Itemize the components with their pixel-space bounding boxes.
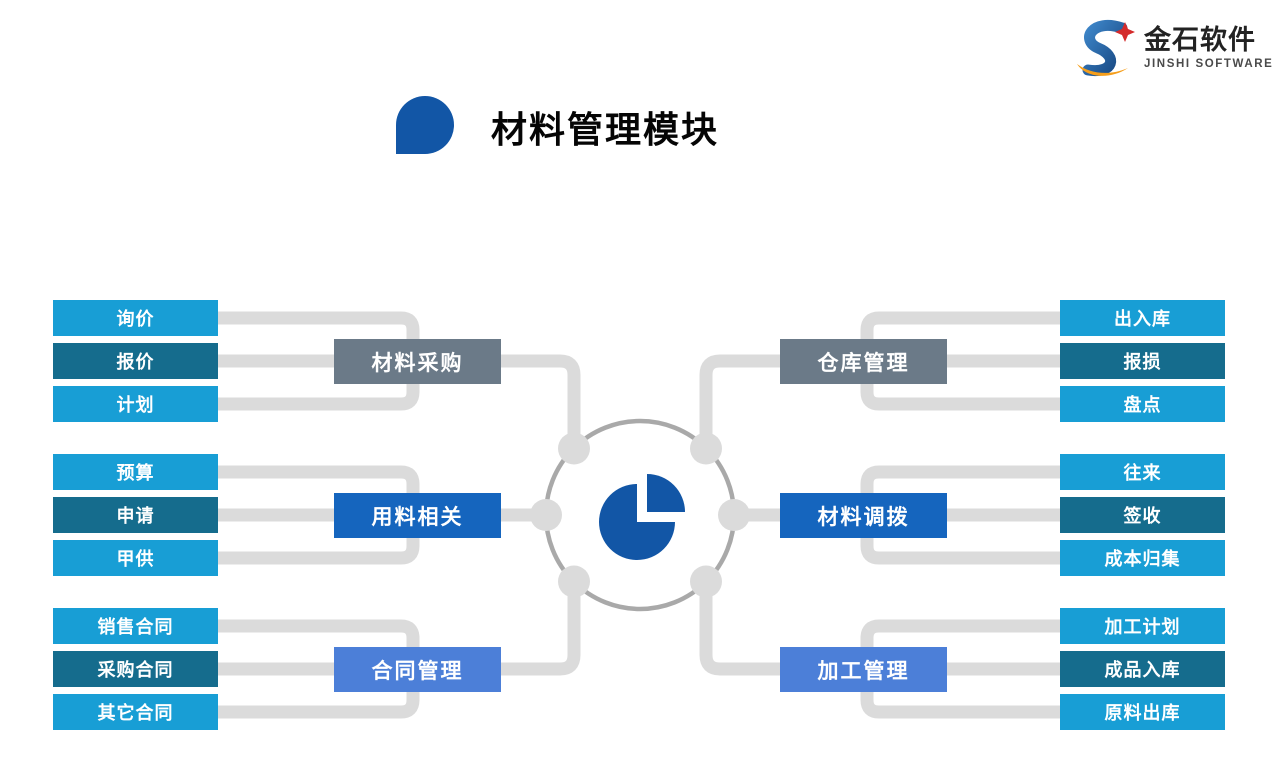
item-damage-report: 报损 xyxy=(1060,343,1225,379)
item-in-out-warehouse: 出入库 xyxy=(1060,300,1225,336)
branch-contract-management: 合同管理 xyxy=(334,647,501,692)
hub-node xyxy=(718,499,750,531)
hub-node xyxy=(690,432,722,465)
line-contract-management-to-hub xyxy=(218,580,581,676)
branch-material-procurement: 材料采购 xyxy=(334,339,501,384)
item-inquiry: 询价 xyxy=(53,300,218,336)
page-title: 材料管理模块 xyxy=(491,109,720,150)
logo-subtitle: JINSHI SOFTWARE xyxy=(1144,58,1274,71)
pie-chart-icon xyxy=(599,474,685,560)
line-material-procurement-to-hub xyxy=(218,354,581,450)
hub-node xyxy=(690,565,722,598)
item-sales-contract: 销售合同 xyxy=(53,608,218,644)
branch-material-usage: 用料相关 xyxy=(334,493,501,538)
item-plan: 计划 xyxy=(53,386,218,422)
item-purchase-contract: 采购合同 xyxy=(53,651,218,687)
item-quotation: 报价 xyxy=(53,343,218,379)
hub-node xyxy=(558,565,590,598)
branch-processing-management: 加工管理 xyxy=(780,647,947,692)
item-budget: 预算 xyxy=(53,454,218,490)
item-transactions: 往来 xyxy=(1060,454,1225,490)
hub-nodes xyxy=(530,432,750,598)
jinshi-s-logo-icon xyxy=(1077,20,1135,77)
item-cost-collection: 成本归集 xyxy=(1060,540,1225,576)
item-application: 申请 xyxy=(53,497,218,533)
line-processing-management-to-hub xyxy=(699,580,1063,676)
hub-node xyxy=(558,432,590,465)
drop-icon xyxy=(396,96,454,154)
company-logo: 金石软件 JINSHI SOFTWARE xyxy=(1072,16,1273,80)
logo-company-name: 金石软件 xyxy=(1144,24,1256,55)
line-warehouse-management-to-hub xyxy=(699,354,1063,450)
item-stocktaking: 盘点 xyxy=(1060,386,1225,422)
item-other-contract: 其它合同 xyxy=(53,694,218,730)
item-processing-plan: 加工计划 xyxy=(1060,608,1225,644)
branch-material-transfer: 材料调拨 xyxy=(780,493,947,538)
hub-node xyxy=(530,499,562,531)
branch-warehouse-management: 仓库管理 xyxy=(780,339,947,384)
item-finished-goods-inbound: 成品入库 xyxy=(1060,651,1225,687)
item-sign-receipt: 签收 xyxy=(1060,497,1225,533)
item-raw-material-outbound: 原料出库 xyxy=(1060,694,1225,730)
item-owner-supplied: 甲供 xyxy=(53,540,218,576)
